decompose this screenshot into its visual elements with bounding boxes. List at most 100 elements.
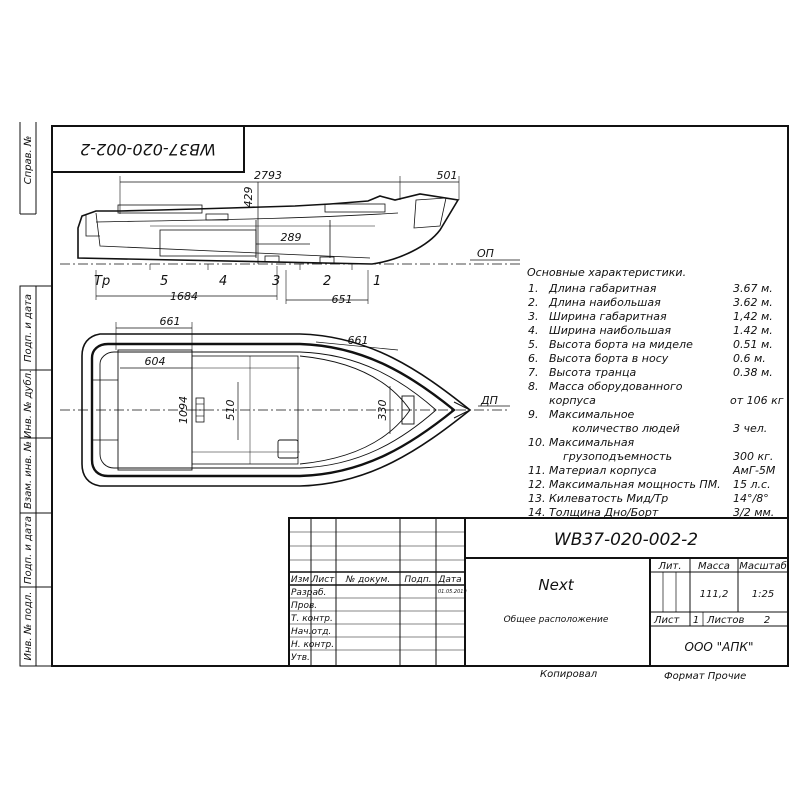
station-4: 4 (219, 274, 227, 289)
characteristic-number: 9. (528, 408, 539, 421)
characteristic-label: корпуса (549, 394, 596, 407)
letter-label: Лит. (657, 561, 681, 572)
characteristic-label: Высота транца (549, 366, 636, 379)
characteristic-label: Толщина Дно/Борт (549, 506, 659, 519)
title-block (288, 517, 789, 667)
centerline-label: ДП (480, 394, 498, 407)
scale-value: 1:25 (752, 589, 774, 600)
dim-plan-1094: 1094 (177, 396, 190, 424)
characteristic-label: Материал корпуса (549, 464, 657, 477)
designation-box-inverted: WB37-020-002-2 (51, 125, 245, 173)
characteristic-label: Длина габаритная (548, 282, 657, 295)
characteristic-label: Высота борта на миделе (549, 338, 693, 351)
role-developer: Разраб. (291, 588, 326, 598)
title-document-title: Общее расположение (504, 615, 609, 625)
characteristic-number: 14. (528, 506, 546, 519)
characteristic-label: Максимальная мощность ПМ. (549, 478, 721, 491)
role-dept-head: Нач.отд. (291, 627, 331, 637)
mass-label: Масса (698, 561, 730, 572)
characteristic-number: 4. (528, 324, 539, 337)
characteristics-title: Основные характеристики. (527, 266, 686, 279)
hdr-signature: Подп. (404, 575, 431, 585)
characteristic-value: 1,42 м. (733, 310, 773, 323)
characteristic-number: 2. (528, 296, 539, 309)
characteristic-label: Ширина наибольшая (549, 324, 671, 337)
characteristic-value: 0.6 м. (733, 352, 766, 365)
dim-plan-604: 604 (145, 355, 166, 368)
designation-inverted: WB37-020-002-2 (80, 140, 216, 159)
hdr-date: Дата (437, 575, 461, 585)
characteristic-value: от 106 кг (730, 394, 784, 407)
characteristic-number: 7. (528, 366, 539, 379)
station-2: 2 (323, 274, 331, 289)
baseline-label: ОП (477, 247, 494, 260)
dim-height: 429 (242, 187, 255, 208)
characteristic-number: 11. (528, 464, 546, 477)
side-label-ref: Справ. № (23, 136, 34, 185)
sheet-label: Лист (653, 615, 681, 626)
dim-bow: 501 (437, 169, 458, 182)
characteristic-label: Высота борта в носу (549, 352, 669, 365)
characteristic-value: 3/2 мм. (733, 506, 774, 519)
hdr-doc-number: № докум. (345, 575, 390, 585)
station-5: 5 (160, 274, 168, 289)
characteristic-value: 1.42 м. (733, 324, 773, 337)
station-1: 1 (373, 274, 381, 289)
title-product-name: Next (538, 576, 574, 594)
role-norm-control: Н. контр. (291, 640, 334, 650)
dim-plan-510: 510 (224, 400, 237, 421)
format-label: Формат Прочие (664, 671, 746, 682)
hdr-sheet: Лист (311, 575, 336, 585)
characteristic-label: Килеватость Мид/Тр (549, 492, 668, 505)
characteristics-list: Основные характеристики. 1. Длина габаритн… (527, 266, 784, 519)
characteristic-number: 6. (528, 352, 539, 365)
role-checker: Пров. (291, 601, 317, 611)
dim-1684: 1684 (170, 290, 198, 303)
characteristic-label: Масса оборудованного (549, 380, 683, 393)
dim-plan-661-right: 661 (348, 334, 369, 347)
plan-view (60, 322, 510, 487)
side-label-orig: Инв. № подл. (23, 592, 34, 661)
characteristic-value: 3.62 м. (733, 296, 773, 309)
side-view (60, 176, 520, 304)
organization: ООО "АПК" (685, 640, 754, 654)
date-value: 01.05.2019 (438, 589, 467, 595)
characteristic-value: 0.51 м. (733, 338, 773, 351)
mass-value: 111,2 (700, 589, 729, 600)
characteristic-label: Ширина габаритная (549, 310, 667, 323)
sheets-value: 2 (764, 615, 770, 626)
characteristic-number: 13. (528, 492, 546, 505)
dim-length-overall: 2793 (254, 169, 282, 182)
copied-label: Копировал (540, 669, 598, 680)
sheet-value: 1 (693, 615, 699, 626)
role-approved: Утв. (291, 653, 310, 663)
characteristic-value: АмГ-5М (732, 464, 776, 477)
side-label-dup: Инв. № дубл. (22, 370, 34, 438)
dim-transom-offset: 289 (281, 231, 302, 244)
hdr-change: Изм (291, 575, 310, 585)
characteristic-value: 3 чел. (733, 422, 767, 435)
characteristic-label: Максимальное (549, 408, 635, 421)
side-strip: Справ. № Подп. и дата Инв. № дубл. Взам.… (19, 122, 53, 667)
scale-label: Масштаб (739, 560, 787, 572)
title-designation: WB37-020-002-2 (554, 530, 698, 550)
side-label-sign-1: Подп. и дата (23, 294, 34, 362)
station-tr: Тр (94, 274, 110, 289)
characteristic-value: 3.67 м. (733, 282, 773, 295)
characteristic-number: 12. (528, 478, 546, 491)
dim-plan-661-top: 661 (160, 315, 181, 328)
role-tech-control: Т. контр. (291, 614, 333, 624)
characteristic-number: 10. (528, 436, 546, 449)
characteristic-number: 1. (528, 282, 539, 295)
characteristic-value: 300 кг. (733, 450, 773, 463)
characteristic-label: Длина наибольшая (548, 296, 661, 309)
characteristic-label: количество людей (572, 422, 680, 435)
characteristic-label: Максимальная (549, 436, 635, 449)
characteristic-number: 3. (528, 310, 539, 323)
characteristic-number: 5. (528, 338, 539, 351)
characteristic-value: 0.38 м. (733, 366, 773, 379)
dim-plan-330: 330 (376, 400, 389, 421)
characteristic-label: грузоподъемность (563, 450, 672, 463)
side-label-sign-2: Подп. и дата (23, 516, 34, 584)
